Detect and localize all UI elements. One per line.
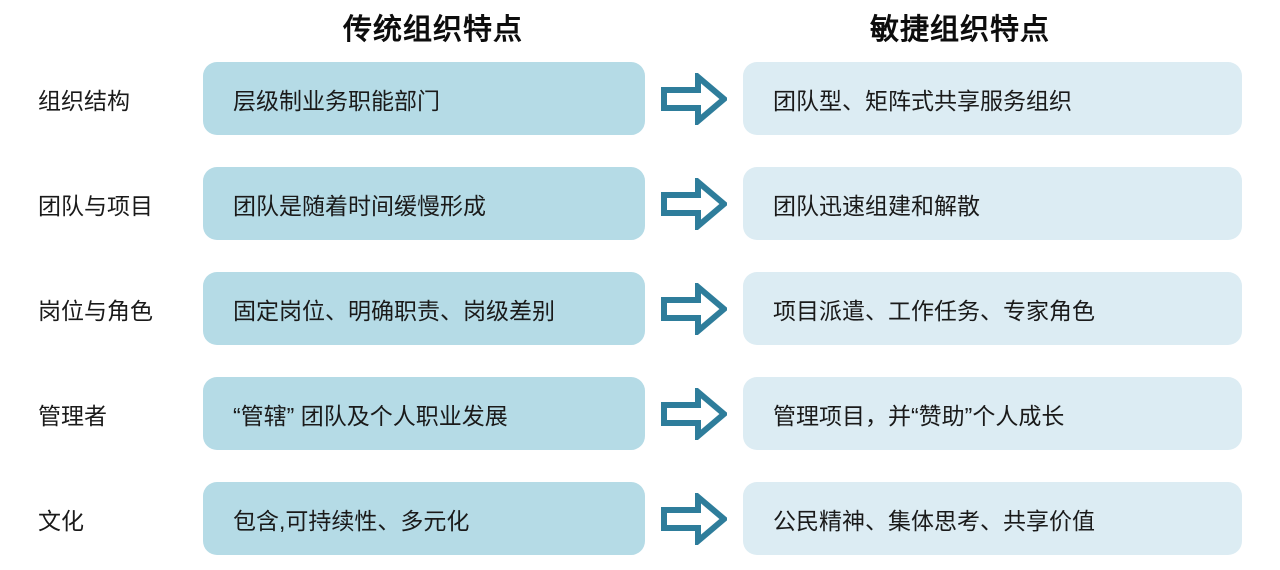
- traditional-box: 团队是随着时间缓慢形成: [203, 167, 645, 240]
- agile-box: 公民精神、集体思考、共享价值: [743, 482, 1242, 555]
- agile-box: 团队型、矩阵式共享服务组织: [743, 62, 1242, 135]
- traditional-box: 固定岗位、明确职责、岗级差别: [203, 272, 645, 345]
- row-label: 组织结构: [38, 87, 130, 114]
- traditional-box: 包含,可持续性、多元化: [203, 482, 645, 555]
- transform-arrow-icon: [645, 272, 743, 345]
- row-label: 团队与项目: [38, 192, 153, 219]
- comparison-row: 文化 包含,可持续性、多元化 公民精神、集体思考、共享价值: [0, 482, 1280, 555]
- row-label: 管理者: [38, 402, 107, 429]
- transform-arrow-icon: [645, 377, 743, 450]
- comparison-row: 组织结构 层级制业务职能部门 团队型、矩阵式共享服务组织: [0, 62, 1280, 135]
- comparison-row: 管理者 “管辖” 团队及个人职业发展 管理项目，并“赞助”个人成长: [0, 377, 1280, 450]
- traditional-box: 层级制业务职能部门: [203, 62, 645, 135]
- row-label: 岗位与角色: [38, 297, 153, 324]
- agile-box: 团队迅速组建和解散: [743, 167, 1242, 240]
- column-header-agile: 敏捷组织特点: [869, 14, 1051, 46]
- transform-arrow-icon: [645, 62, 743, 135]
- row-label: 文化: [38, 507, 84, 534]
- transform-arrow-icon: [645, 482, 743, 555]
- agile-box: 项目派遣、工作任务、专家角色: [743, 272, 1242, 345]
- comparison-row: 岗位与角色 固定岗位、明确职责、岗级差别 项目派遣、工作任务、专家角色: [0, 272, 1280, 345]
- agile-box: 管理项目，并“赞助”个人成长: [743, 377, 1242, 450]
- comparison-row: 团队与项目 团队是随着时间缓慢形成 团队迅速组建和解散: [0, 167, 1280, 240]
- column-header-traditional: 传统组织特点: [342, 14, 524, 46]
- traditional-box: “管辖” 团队及个人职业发展: [203, 377, 645, 450]
- transform-arrow-icon: [645, 167, 743, 240]
